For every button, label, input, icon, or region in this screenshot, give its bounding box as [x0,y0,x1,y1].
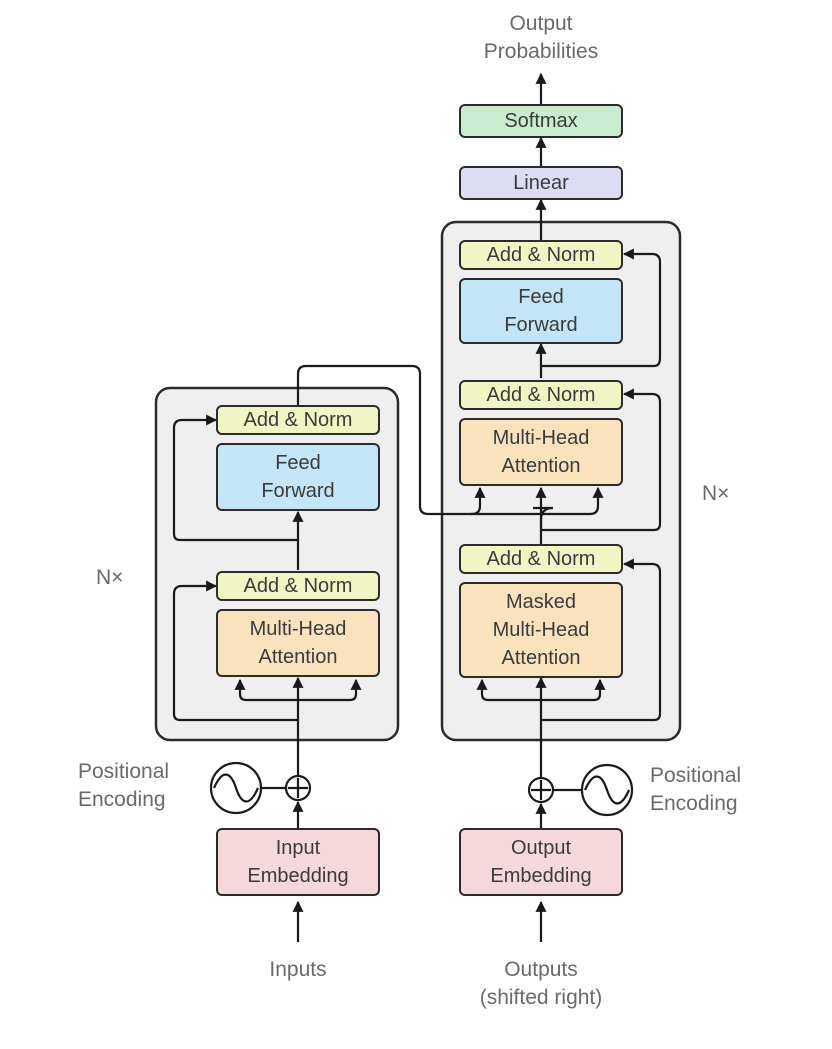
decoder-add-norm-top: Add & Norm [459,240,623,270]
encoder-add-norm-top-label: Add & Norm [243,409,353,431]
decoder-mha-label: Multi-Head Attention [492,427,590,477]
output-embedding-label: Output Embedding [490,837,592,887]
encoder-positional-encoding-label: Positional Encoding [78,760,170,811]
linear-block: Linear [459,166,623,200]
decoder-feed-forward-label: Feed Forward [504,286,578,336]
arrow-decoder-residual-1 [541,558,662,722]
decoder-add-norm-top-label: Add & Norm [486,244,596,266]
softmax-label: Softmax [504,110,578,132]
linear-label: Linear [513,172,569,194]
decoder-sine-wave [583,775,631,805]
decoder-masked-multi-head-attention: Masked Multi-Head Attention [459,582,623,678]
encoder-layer-container [154,386,400,742]
encoder-add-norm-bottom: Add & Norm [216,571,380,601]
softmax-block: Softmax [459,104,623,138]
arrow-encoder-attn-branch-right [298,678,362,702]
arrow-encoder-residual-2 [172,414,298,542]
arrow-encoder-residual-1 [172,580,298,722]
arrow-encoder-attn-branch [234,678,298,702]
arrow-decoder-masked-branch-right [541,678,606,702]
encoder-positional-encoding-icon [209,761,263,815]
encoder-output-to-decoder-2 [470,486,604,516]
encoder-repeat-label: N× [96,566,124,589]
decoder-multi-head-attention: Multi-Head Attention [459,418,623,486]
arrow-decoder-masked-branch-left [476,678,541,702]
inputs-label: Inputs [269,958,327,981]
outputs-label: Outputs (shifted right) [479,958,603,1009]
decoder-feed-forward: Feed Forward [459,278,623,344]
decoder-add-norm-middle: Add & Norm [459,380,623,410]
decoder-masked-mha-label: Masked Multi-Head Attention [492,591,590,669]
decoder-add-norm-bottom: Add & Norm [459,544,623,574]
decoder-positional-encoding-label: Positional Encoding [650,764,742,815]
encoder-add-icon [284,774,312,802]
encoder-add-norm-bottom-label: Add & Norm [243,575,353,597]
encoder-multi-head-attention: Multi-Head Attention [216,609,380,677]
encoder-feed-forward-label: Feed Forward [261,452,335,502]
encoder-mha-label: Multi-Head Attention [249,618,347,668]
arrow-decoder-residual-3 [541,248,662,368]
decoder-repeat-label: N× [702,482,730,505]
encoder-feed-forward: Feed Forward [216,443,380,511]
decoder-positional-encoding-icon [580,763,634,817]
encoder-sine-wave [212,773,260,803]
arrow-decoder-residual-2 [541,388,662,532]
output-probabilities-label: Output Probabilities [483,12,599,63]
decoder-add-norm-middle-label: Add & Norm [486,384,596,406]
input-embedding-label: Input Embedding [247,837,349,887]
encoder-add-norm-top: Add & Norm [216,405,380,435]
output-embedding-block: Output Embedding [459,828,623,896]
decoder-add-icon [527,776,555,804]
decoder-add-norm-bottom-label: Add & Norm [486,548,596,570]
input-embedding-block: Input Embedding [216,828,380,896]
